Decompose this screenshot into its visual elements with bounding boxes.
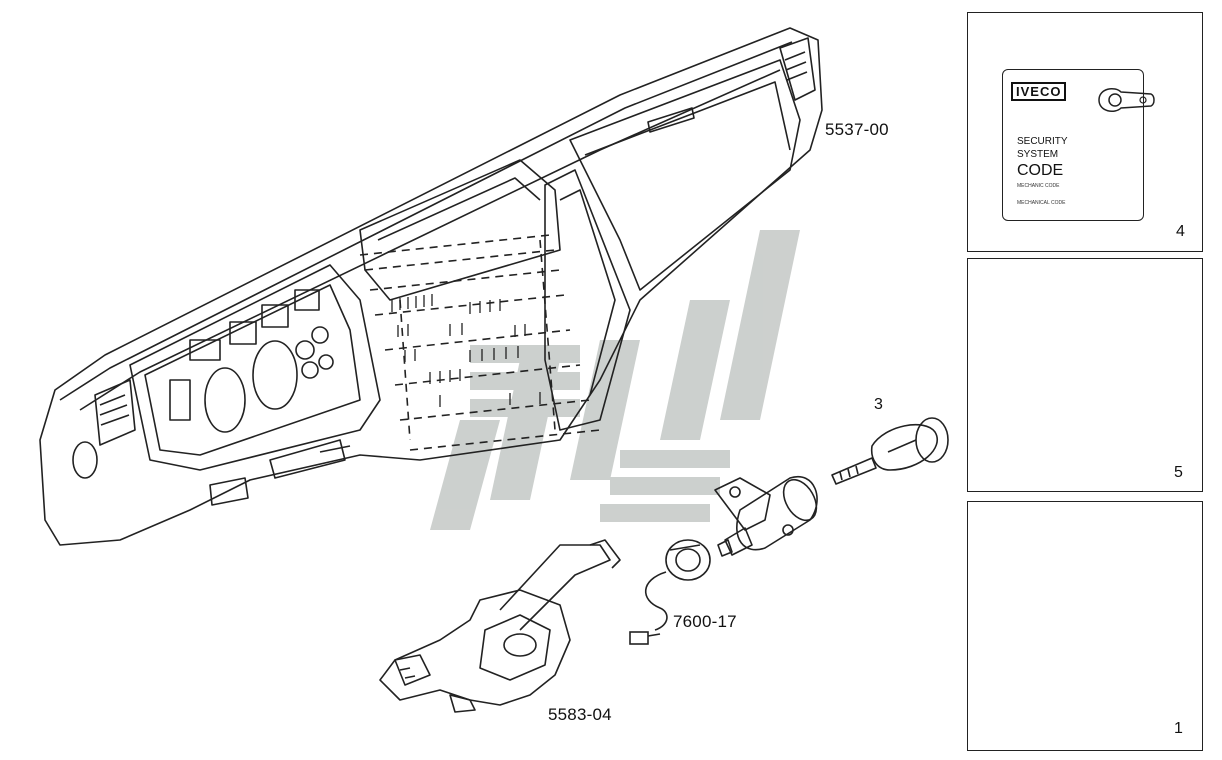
lock-ring-part [629, 539, 711, 645]
card-panel-number: 4 [1176, 223, 1185, 240]
card-small-text-1: MECHANIC CODE [1017, 183, 1060, 189]
key-item-number: 3 [874, 396, 883, 413]
ignition-cylinder [714, 475, 818, 557]
key-part [831, 417, 949, 485]
lock-kit-panel: 1 [967, 501, 1203, 751]
dashboard-assembly [39, 27, 823, 546]
kit-panel-number: 1 [1174, 720, 1183, 737]
keys-panel: 5 [967, 258, 1203, 492]
card-text-security: SECURITY [1017, 136, 1068, 147]
security-code-card: IVECO SECURITY SYSTEM CODE MECHANIC CODE… [1002, 69, 1155, 221]
watermark-logo [430, 230, 800, 530]
switch-part-number: 5583-04 [548, 705, 612, 724]
key-icon [1098, 87, 1155, 113]
lock-ring-part-number: 7600-17 [673, 612, 737, 631]
keys-panel-number: 5 [1174, 464, 1183, 481]
card-brand-logo: IVECO [1011, 82, 1067, 101]
card-small-text-2: MECHANICAL CODE [1017, 200, 1066, 206]
card-text-code: CODE [1017, 162, 1064, 179]
security-card-panel: IVECO SECURITY SYSTEM CODE MECHANIC CODE… [967, 12, 1203, 252]
dashboard-part-number: 5537-00 [825, 120, 889, 139]
card-text-system: SYSTEM [1017, 149, 1059, 160]
steering-column-switch [379, 539, 621, 713]
